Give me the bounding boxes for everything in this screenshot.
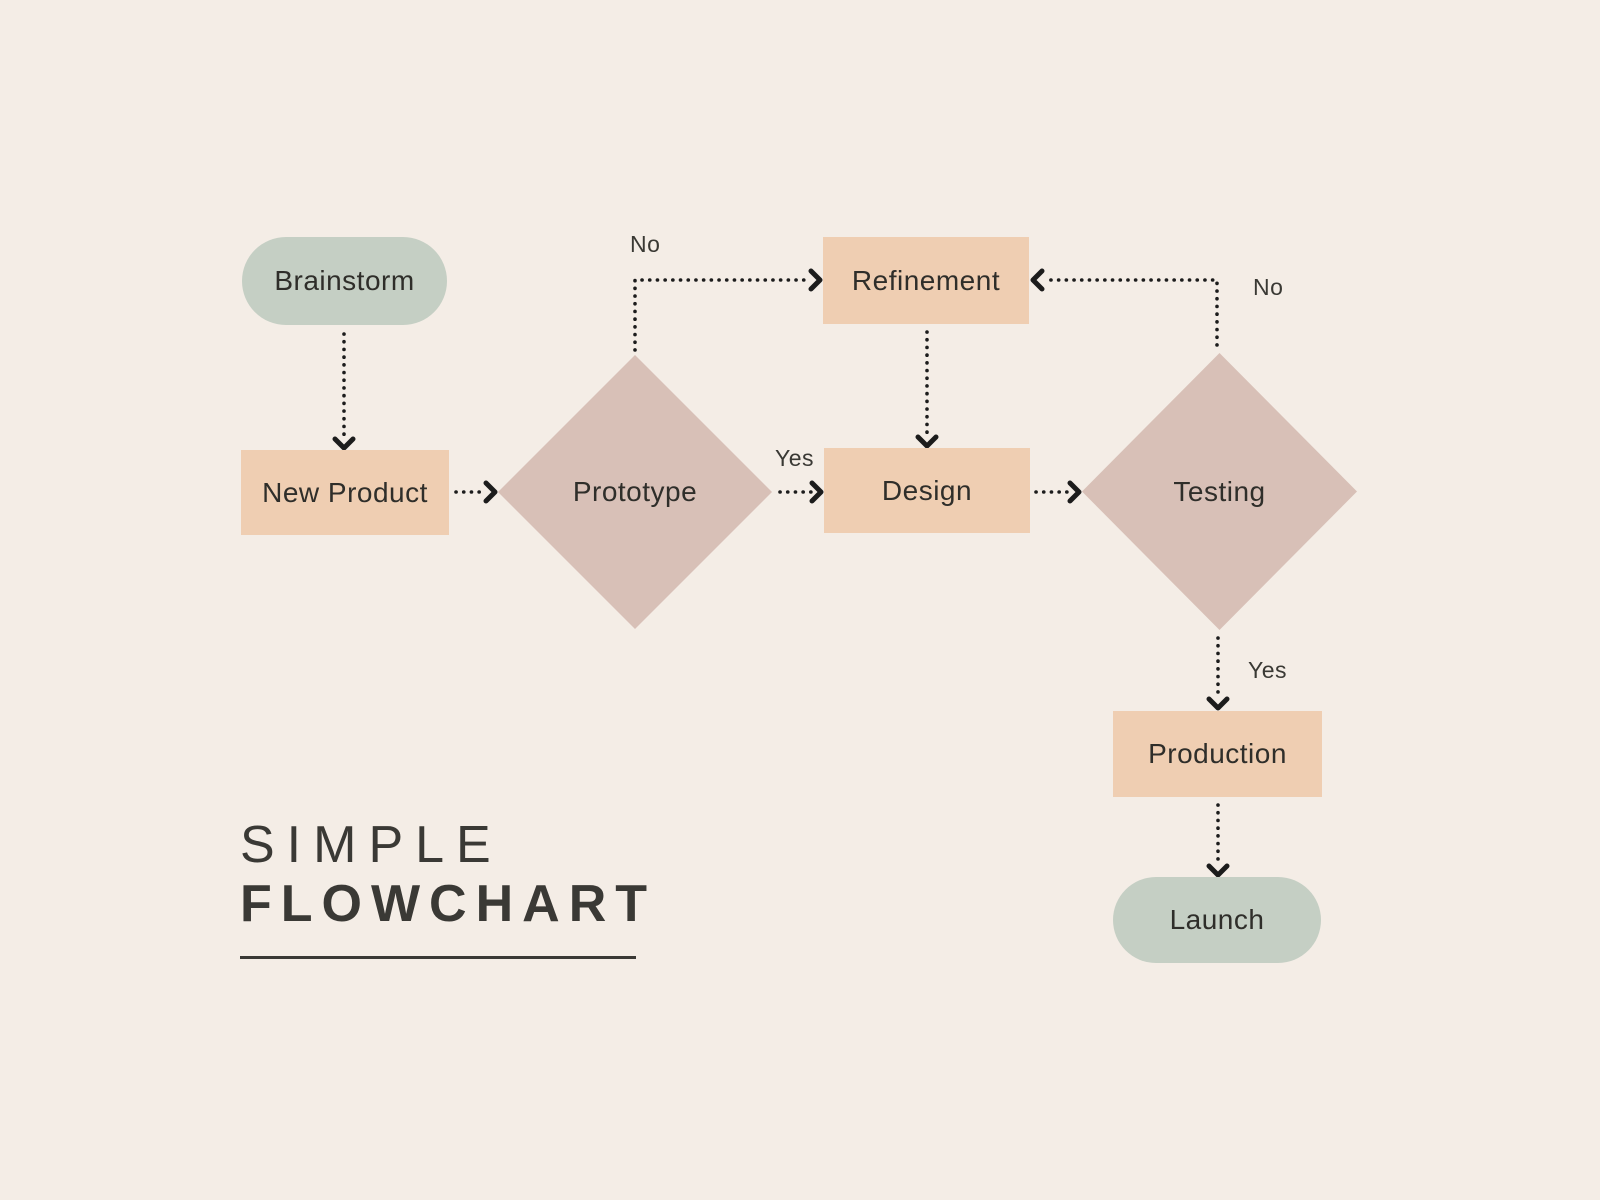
edge-refinement-design-arrowhead-icon (915, 434, 939, 449)
node-launch: Launch (1113, 877, 1321, 963)
edge-label-prototype-yes: Yes (775, 445, 815, 471)
node-new-product-label: New Product (262, 476, 428, 508)
node-refinement: Refinement (823, 237, 1029, 324)
edge-testing-refinement-arrowhead-icon (1030, 268, 1045, 292)
edge-label-testing-no: No (1253, 274, 1284, 300)
node-refinement-label: Refinement (851, 264, 1001, 296)
edge-label-testing-yes: Yes (1248, 657, 1288, 683)
node-new-product: New Product (241, 450, 449, 535)
edge-design-testing-arrowhead-icon (1067, 480, 1082, 504)
node-production-label: Production (1148, 738, 1287, 769)
page-title-line1: SIMPLE (240, 816, 503, 874)
edge-testing-refinement-line (1042, 278, 1219, 347)
node-prototype-label: Prototype (572, 476, 698, 507)
node-brainstorm: Brainstorm (242, 237, 447, 325)
page-title-line2: FLOWCHART (240, 875, 657, 933)
node-production: Production (1113, 711, 1322, 797)
title-underline (240, 956, 636, 959)
node-design: Design (824, 448, 1030, 533)
edge-prototype-refinement-line (633, 278, 811, 352)
node-design-label: Design (881, 474, 973, 506)
edge-new-product-prototype-arrowhead-icon (483, 480, 498, 504)
edge-production-launch-arrowhead-icon (1206, 863, 1230, 878)
node-launch-label: Launch (1169, 904, 1265, 935)
node-brainstorm-label: Brainstorm (274, 265, 415, 296)
node-testing-label: Testing (1173, 475, 1266, 507)
edge-label-prototype-no: No (630, 231, 661, 257)
edge-prototype-refinement-arrowhead-icon (808, 268, 823, 292)
edge-prototype-design-arrowhead-icon (809, 480, 824, 504)
edge-brainstorm-new-product-arrowhead-icon (332, 436, 356, 451)
edge-testing-production-arrowhead-icon (1206, 696, 1230, 711)
page-title: SIMPLE FLOWCHART (240, 816, 656, 934)
